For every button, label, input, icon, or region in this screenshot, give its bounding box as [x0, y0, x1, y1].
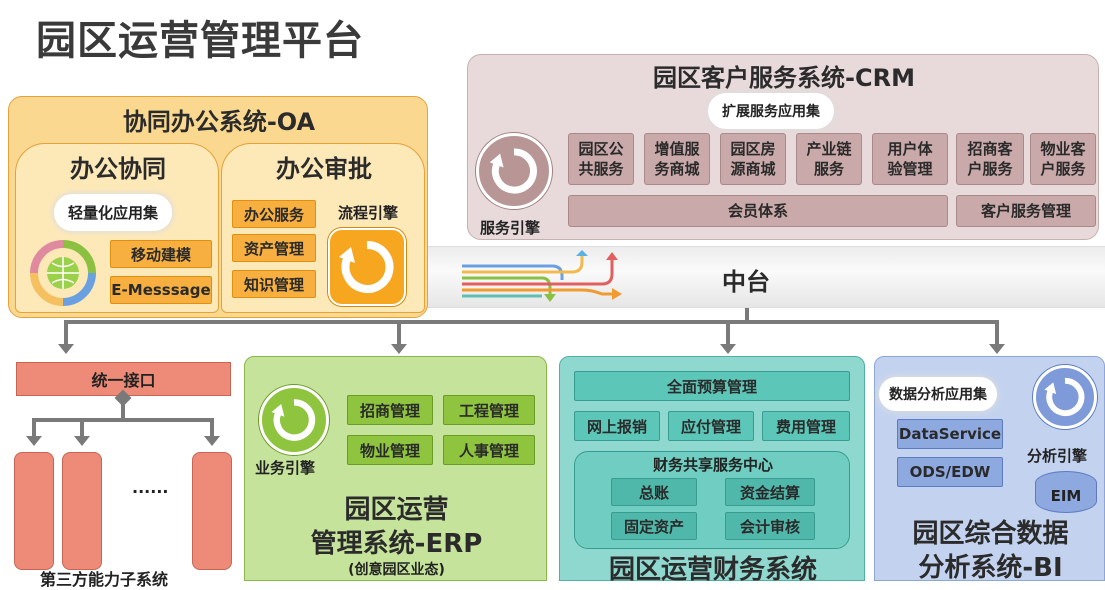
connector — [32, 418, 214, 422]
crm-service-line: 验管理 — [887, 160, 933, 178]
accounting-audit-button[interactable]: 会计审核 — [725, 512, 815, 540]
crm-service-line: 户服务 — [1040, 160, 1086, 178]
crm-service-line: 物业客 — [1040, 140, 1086, 158]
subsystem-block[interactable] — [62, 452, 102, 570]
crm-service-line: 园区公 — [578, 140, 624, 158]
arrow-down-icon — [26, 436, 42, 446]
mobile-modeling-button[interactable]: 移动建模 — [110, 240, 212, 268]
asset-mgmt-button[interactable]: 资产管理 — [232, 234, 316, 262]
office-collab-panel: 办公协同 轻量化应用集 移动建模 E-Messsage — [15, 143, 219, 313]
analysis-engine-label: 分析引擎 — [1027, 447, 1088, 465]
crm-service-line: 增值服 — [654, 140, 700, 158]
page-title: 园区运营管理平台 — [36, 18, 364, 64]
crm-service-investment[interactable]: 招商客户服务 — [956, 133, 1024, 185]
arrow-down-icon — [720, 344, 736, 354]
crm-service-line: 产业链 — [806, 140, 852, 158]
general-ledger-button[interactable]: 总账 — [611, 478, 697, 506]
connector — [210, 418, 214, 438]
arrow-down-icon — [74, 436, 90, 446]
office-service-button[interactable]: 办公服务 — [232, 200, 316, 228]
connector — [80, 418, 84, 438]
knowledge-mgmt-button[interactable]: 知识管理 — [232, 270, 316, 298]
connector — [121, 396, 125, 420]
connector-bus — [64, 320, 999, 324]
connector — [397, 320, 401, 346]
eim-label: EIM — [1050, 487, 1082, 505]
connector — [745, 300, 749, 322]
fixed-assets-button[interactable]: 固定资产 — [611, 512, 697, 540]
crm-service-public[interactable]: 园区公共服务 — [568, 133, 634, 185]
e-message-button[interactable]: E-Messsage — [110, 276, 212, 304]
shared-service-center: 财务共享服务中心 总账 资金结算 固定资产 会计审核 — [574, 451, 850, 549]
connector — [64, 320, 68, 346]
analysis-engine-icon — [1033, 365, 1097, 429]
service-engine-icon — [476, 133, 552, 209]
ellipsis: ...... — [132, 478, 169, 497]
service-engine-label: 服务引擎 — [480, 219, 541, 237]
extended-app-set-badge: 扩展服务应用集 — [712, 97, 830, 125]
customer-service-mgmt-button[interactable]: 客户服务管理 — [956, 195, 1096, 227]
eim-database[interactable]: EIM — [1035, 471, 1097, 513]
engineering-mgmt-button[interactable]: 工程管理 — [443, 395, 535, 425]
erp-subtitle: (创意园区业态) — [348, 562, 445, 578]
data-analysis-app-set-badge: 数据分析应用集 — [883, 381, 993, 407]
finance-system: 全面预算管理 网上报销 应付管理 费用管理 财务共享服务中心 总账 资金结算 固… — [559, 356, 865, 585]
connector — [726, 320, 730, 346]
finance-title: 园区运营财务系统 — [608, 555, 817, 585]
hr-mgmt-button[interactable]: 人事管理 — [443, 435, 535, 465]
crm-service-line: 用户体 — [887, 140, 933, 158]
connector — [995, 320, 999, 346]
workflow-engine-label: 流程引擎 — [338, 204, 399, 222]
office-collab-title: 办公协同 — [70, 154, 166, 183]
erp-title-line2: 管理系统-ERP — [310, 529, 483, 559]
crm-system: 园区客户服务系统-CRM 扩展服务应用集 服务引擎 园区公共服务 增值服务商城 … — [467, 54, 1099, 240]
crm-service-line: 服务 — [813, 160, 844, 178]
business-engine-icon — [259, 385, 329, 455]
globe-cycle-icon — [30, 240, 96, 306]
erp-system: 业务引擎 招商管理 工程管理 物业管理 人事管理 园区运营 管理系统-ERP (… — [244, 356, 547, 581]
bi-title-line2: 分析系统-BI — [918, 553, 1063, 583]
subsystem-block[interactable] — [192, 452, 232, 570]
member-system-button[interactable]: 会员体系 — [568, 195, 948, 227]
fund-settlement-button[interactable]: 资金结算 — [725, 478, 815, 506]
business-engine-label: 业务引擎 — [255, 459, 316, 477]
crm-title: 园区客户服务系统-CRM — [653, 63, 915, 92]
data-flow-icon — [462, 250, 622, 302]
crm-service-line: 务商城 — [654, 160, 700, 178]
crm-service-housing-mall[interactable]: 园区房源商城 — [720, 133, 786, 185]
oa-title: 协同办公系统-OA — [122, 107, 316, 136]
arrow-down-icon — [989, 344, 1005, 354]
crm-service-line: 共服务 — [578, 160, 624, 178]
arrow-down-icon — [391, 344, 407, 354]
payables-button[interactable]: 应付管理 — [668, 411, 754, 441]
erp-title-line1: 园区运营 — [344, 495, 449, 525]
crm-service-line: 招商客 — [967, 140, 1013, 158]
investment-mgmt-button[interactable]: 招商管理 — [347, 395, 433, 425]
shared-service-title: 财务共享服务中心 — [652, 456, 773, 474]
crm-service-user-experience[interactable]: 用户体验管理 — [872, 133, 948, 185]
middle-platform-label: 中台 — [722, 268, 770, 296]
crm-service-line: 源商城 — [730, 160, 776, 178]
connector — [32, 418, 36, 438]
crm-service-line: 户服务 — [967, 160, 1013, 178]
crm-service-industry-chain[interactable]: 产业链服务 — [796, 133, 862, 185]
crm-service-property[interactable]: 物业客户服务 — [1030, 133, 1096, 185]
online-reimburse-button[interactable]: 网上报销 — [574, 411, 660, 441]
bi-title-line1: 园区综合数据 — [912, 519, 1069, 549]
office-approval-title: 办公审批 — [276, 154, 372, 183]
data-service-button[interactable]: DataService — [897, 419, 1003, 449]
light-app-set-badge: 轻量化应用集 — [58, 198, 169, 227]
subsystem-block[interactable] — [14, 452, 54, 570]
ods-edw-button[interactable]: ODS/EDW — [897, 457, 1003, 487]
arrow-down-icon — [204, 436, 220, 446]
expense-mgmt-button[interactable]: 费用管理 — [762, 411, 850, 441]
bi-system: 数据分析应用集 DataService ODS/EDW 分析引擎 EIM 园区综… — [874, 356, 1105, 583]
workflow-engine-icon — [328, 228, 406, 306]
arrow-down-icon — [58, 344, 74, 354]
crm-service-value-mall[interactable]: 增值服务商城 — [644, 133, 710, 185]
crm-service-line: 园区房 — [730, 140, 776, 158]
property-mgmt-button[interactable]: 物业管理 — [347, 435, 433, 465]
third-party-label: 第三方能力子系统 — [40, 570, 169, 589]
budget-mgmt-button[interactable]: 全面预算管理 — [574, 371, 850, 401]
